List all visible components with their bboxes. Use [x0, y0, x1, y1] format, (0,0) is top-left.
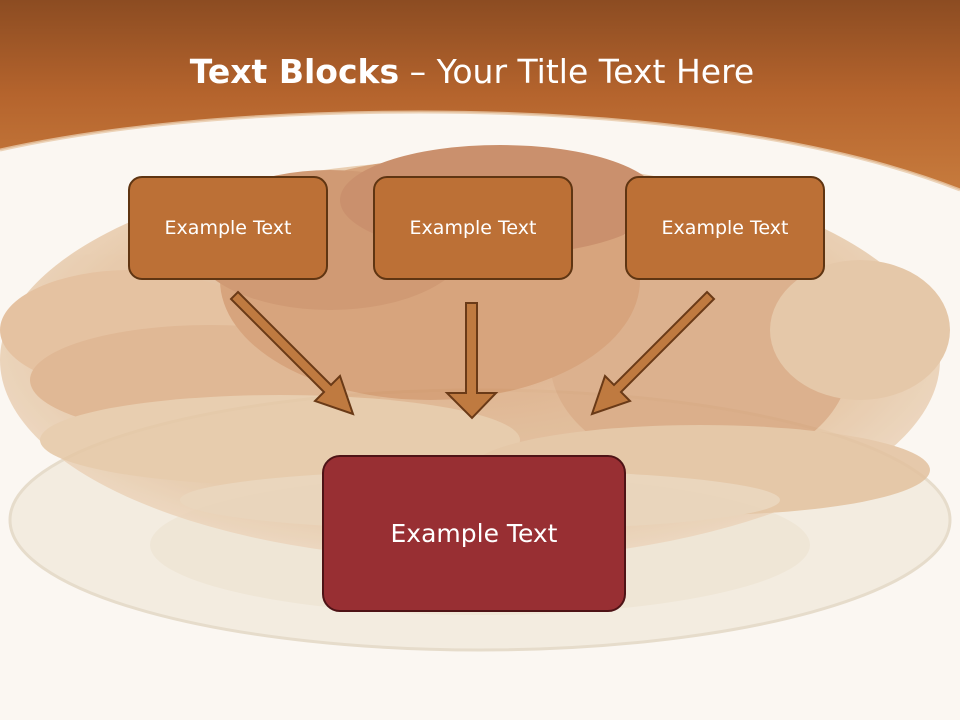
slide-title: Text Blocks – Your Title Text Here	[0, 52, 944, 91]
arrow-left	[229, 290, 355, 416]
arrow-right	[590, 290, 716, 416]
text-block-bottom: Example Text	[322, 455, 626, 612]
title-rest: – Your Title Text Here	[399, 52, 755, 91]
arrow-center	[444, 302, 499, 420]
text-block-right: Example Text	[625, 176, 825, 280]
text-block-left: Example Text	[128, 176, 328, 280]
text-block-center: Example Text	[373, 176, 573, 280]
title-bold: Text Blocks	[189, 52, 400, 91]
header-band	[0, 0, 960, 190]
